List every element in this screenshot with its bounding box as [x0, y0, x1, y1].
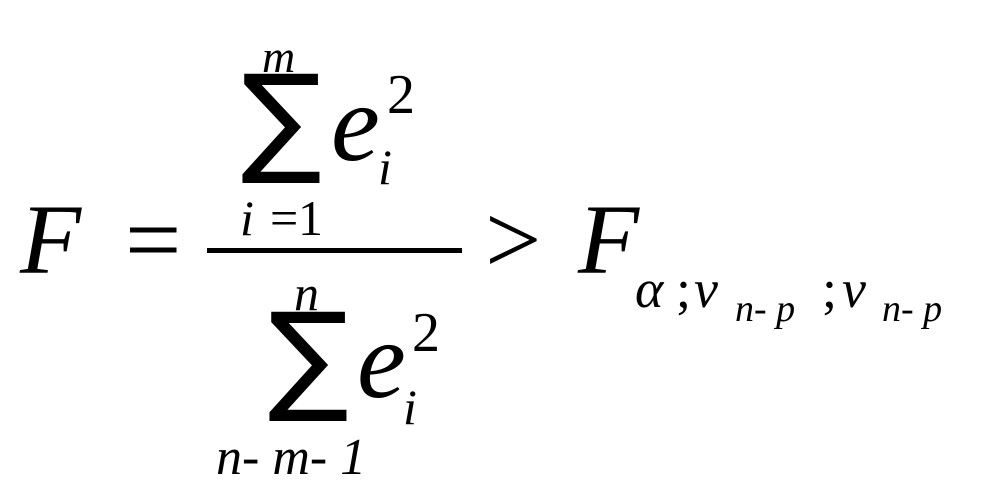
separator-2: ;	[822, 259, 838, 319]
numerator-exponent: 2	[387, 64, 415, 126]
denominator-subscript: i	[403, 379, 417, 435]
nu-2-subscript: n- p	[882, 288, 943, 330]
numerator-upper-limit: m	[262, 31, 296, 82]
numerator-lower-limit-eq: =	[270, 190, 299, 246]
equals-sign: =	[125, 184, 182, 295]
denominator-upper-limit: n	[294, 265, 319, 321]
numerator-term: e	[331, 62, 380, 184]
denominator-lower-limit: n- m- 1	[216, 429, 367, 486]
denominator-exponent: 2	[412, 302, 440, 364]
numerator-lower-limit-val: 1	[298, 190, 323, 246]
rhs-variable: F	[578, 184, 640, 295]
lhs-variable: F	[20, 184, 82, 295]
fraction-bar	[207, 248, 462, 253]
numerator-sum-icon: ∑	[241, 50, 322, 189]
nu-symbol-2: ν	[842, 259, 866, 319]
denominator-term: e	[357, 299, 406, 421]
numerator-subscript: i	[378, 139, 392, 195]
nu-1-subscript: n- p	[735, 288, 796, 330]
alpha-symbol: α	[635, 259, 664, 319]
numerator-lower-limit-var: i	[240, 190, 254, 246]
nu-symbol-1: ν	[694, 259, 718, 319]
greater-than-sign: >	[485, 184, 542, 295]
denominator-sum-icon: ∑	[268, 288, 349, 427]
separator-1: ;	[676, 259, 692, 319]
